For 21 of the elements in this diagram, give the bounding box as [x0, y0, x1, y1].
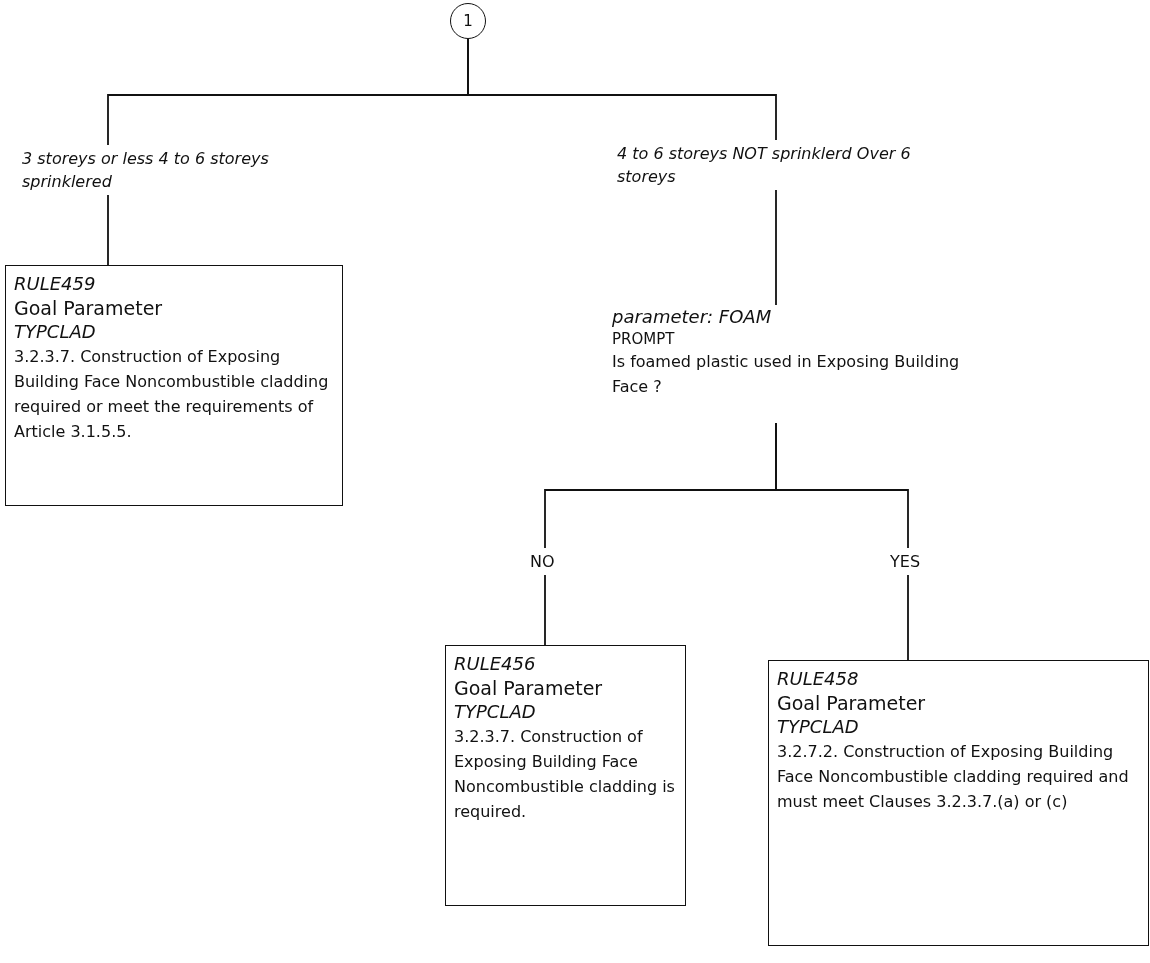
rule-text: 3.2.3.7. Construction of Exposing Building Face Noncombustible cladding is required. [454, 726, 676, 823]
parameter-text: PROMPT [612, 329, 676, 349]
edge-label: YES [890, 548, 921, 575]
step-number: 1 [463, 11, 473, 32]
rule-text: Is foamed plastic used in Exposing Building Face ? [612, 351, 961, 398]
parameter-text: TYPCLAD [777, 715, 860, 739]
parameter-text: Goal Parameter [14, 296, 164, 320]
connector-circle [450, 3, 486, 39]
rule-title: parameter: FOAM [612, 305, 773, 329]
parameter-text: Goal Parameter [777, 691, 927, 715]
rule-title: RULE456 [454, 652, 537, 676]
rule-text: 3.2.7.2. Construction of Exposing Building Face Noncombustible cladding required and must meet Clauses 3.2.3.7.(a) or (c) [777, 741, 1130, 813]
connector-line [775, 422, 909, 661]
edge-label: NO [530, 548, 555, 575]
parameter-text: TYPCLAD [14, 320, 97, 344]
parameter-text: Goal Parameter [454, 676, 604, 700]
rule-title: RULE459 [14, 272, 97, 296]
parameter-text: TYPCLAD [454, 700, 537, 724]
rule-title: RULE458 [777, 667, 860, 691]
connector-line [467, 38, 777, 306]
rule-text: 3.2.3.7. Construction of Exposing Building Face Noncombustible cladding required or meet the requirements of Article 3.1.5.5. [14, 346, 330, 443]
